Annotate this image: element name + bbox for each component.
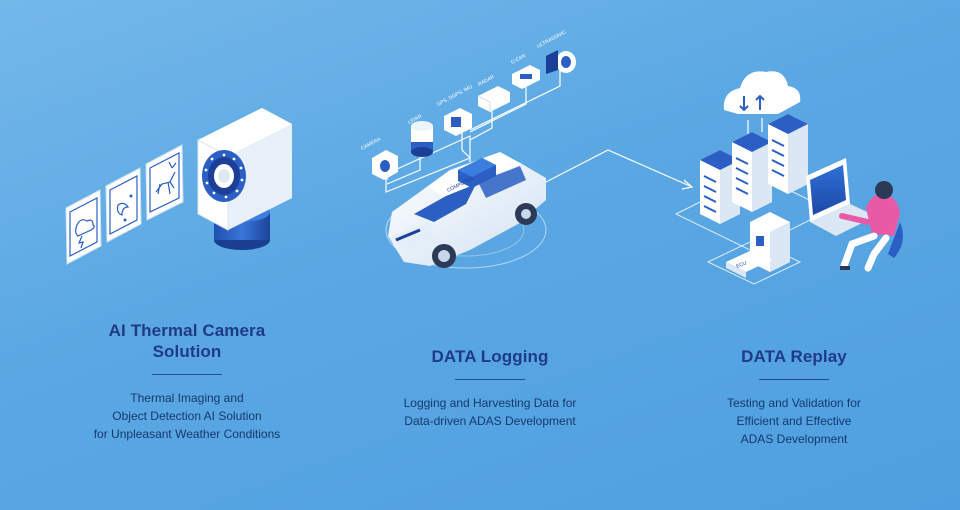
lidar-sensor-icon (411, 121, 433, 157)
section-title: DATA Logging (340, 346, 640, 367)
description-line: Logging and Harvesting Data for (403, 396, 577, 410)
server-rack-icon (768, 114, 808, 194)
section-title-line: Solution (152, 342, 222, 361)
sensor-label-radar: RADAR (477, 74, 496, 88)
thermal-camera-illustration (65, 108, 292, 265)
description-line: Efficient and Effective (736, 414, 852, 428)
c-can-sensor-icon (512, 65, 540, 89)
camera-sensor-icon (372, 150, 398, 180)
ecu-icon (726, 250, 772, 278)
data-replay-illustration: ECU (674, 71, 903, 285)
deer-card-icon (145, 144, 184, 221)
description-line: ADAS Development (740, 432, 848, 446)
data-logging-illustration: CAMERA LIDAR GPS, DGPS, IMU RADAR C-CAN … (360, 29, 694, 269)
thermal-camera-section: AI Thermal Camera Solution Thermal Imagi… (37, 320, 337, 443)
section-title: AI Thermal Camera Solution (37, 320, 337, 362)
section-title: DATA Replay (644, 346, 944, 367)
laptop-icon (806, 158, 876, 236)
description-line: Thermal Imaging and (130, 391, 244, 405)
ecu-label: ECU (736, 260, 748, 270)
section-divider (759, 379, 829, 380)
description-line: for Unpleasant Weather Conditions (93, 427, 281, 441)
sensor-label-c-can: C-CAN (510, 53, 527, 66)
data-replay-section: DATA Replay Testing and Validation for E… (644, 320, 944, 448)
engineer-figure (839, 181, 903, 272)
section-description: Logging and Harvesting Data for Data-dri… (340, 394, 640, 430)
ultrasonic-sensor-icon (546, 50, 576, 74)
sensor-label-ultrasonic: ULTRASONIC (536, 29, 567, 49)
section-title-line: DATA Logging (431, 347, 549, 366)
sensor-label-gps: GPS, DGPS, IMU (436, 84, 474, 108)
data-logging-section: DATA Logging Logging and Harvesting Data… (340, 320, 640, 430)
server-rack-icon (700, 150, 740, 224)
section-divider (455, 379, 525, 380)
gps-sensor-icon (444, 108, 472, 136)
server-rack-icon (732, 132, 772, 212)
cloud-icon (723, 71, 801, 114)
description-line: Object Detection AI Solution (112, 409, 262, 423)
section-title-line: DATA Replay (741, 347, 847, 366)
description-line: Data-driven ADAS Development (404, 414, 576, 428)
night-card-icon (105, 167, 142, 243)
section-description: Thermal Imaging and Object Detection AI … (37, 389, 337, 443)
car-icon (388, 152, 546, 268)
storm-card-icon (65, 189, 102, 265)
description-line: Testing and Validation for (727, 396, 861, 410)
section-title-line: AI Thermal Camera (108, 321, 266, 340)
section-divider (152, 374, 222, 375)
sensor-label-camera: CAMERA (360, 136, 382, 152)
section-description: Testing and Validation for Efficient and… (644, 394, 944, 448)
flow-arrow (545, 149, 691, 187)
radar-sensor-icon (477, 86, 510, 112)
